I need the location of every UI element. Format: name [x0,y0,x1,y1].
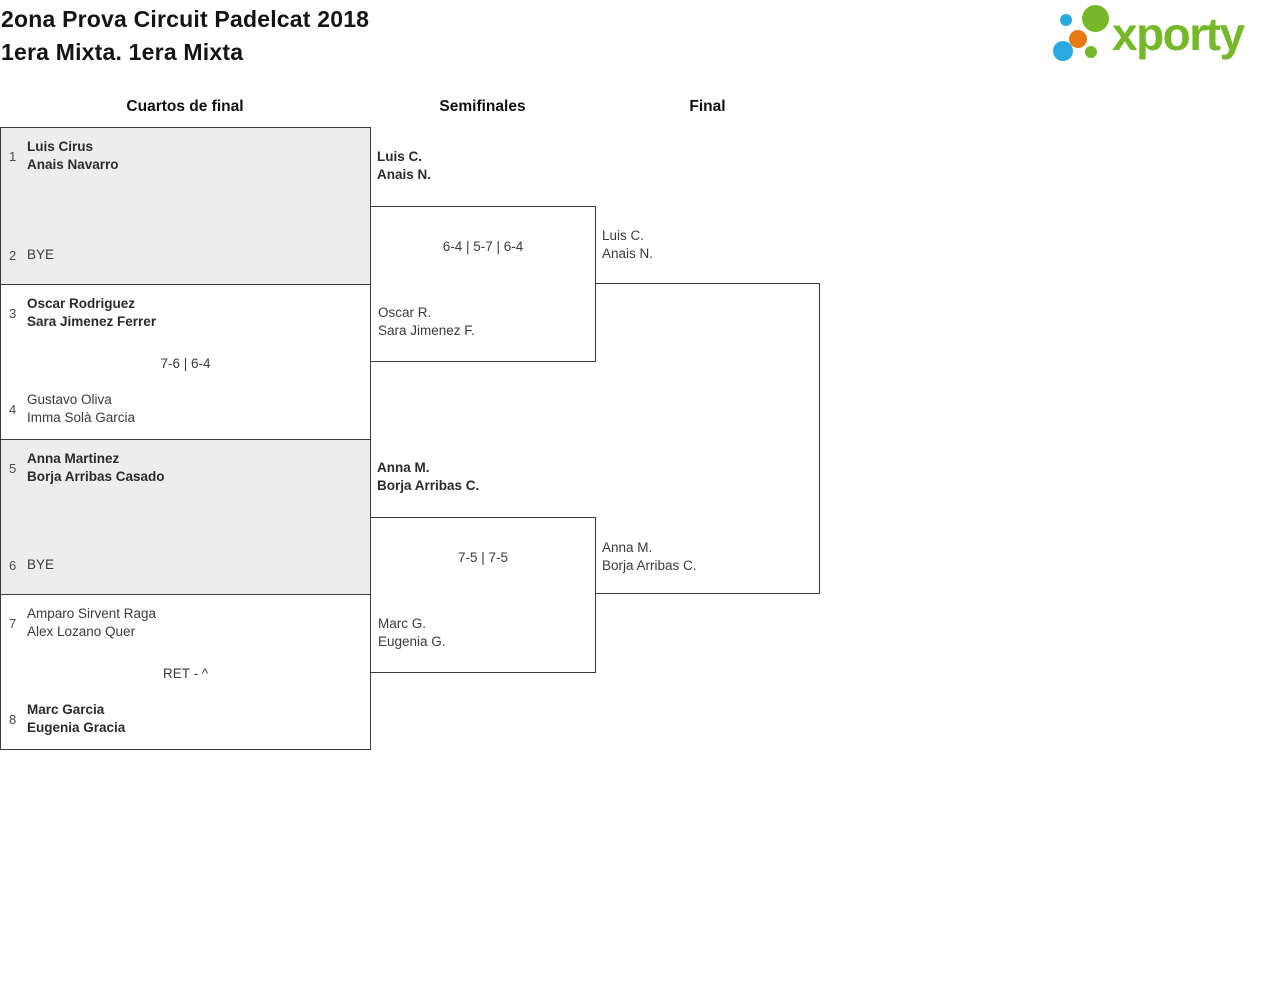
qf2-team-top: 3 Oscar Rodriguez Sara Jimenez Ferrer [9,295,156,331]
qf2-score: 7-6 | 6-4 [160,356,211,371]
player-name: Anna Martinez [27,451,120,466]
round-header-final: Final [689,98,726,115]
player-name: Anna M. [377,460,430,475]
qf4-score: RET - ^ [162,666,209,681]
player-name: Anais N. [602,246,654,261]
final-team-bottom: Anna M. Borja Arribas C. [602,539,697,575]
player-name: Luis C. [602,228,645,243]
logo-dot-blue-small-icon [1060,14,1072,26]
player-name: Eugenia Gracia [27,720,126,735]
sf2-team-bottom: Marc G. Eugenia G. [378,615,446,651]
qf1-team-bottom-names: BYE [27,246,54,264]
player-name: BYE [27,247,55,262]
sf1-team-top: Luis C. Anais N. [377,148,431,184]
qf2-team-bottom: 4 Gustavo Oliva Imma Solà Garcia [9,391,135,427]
round-header-semifinales: Semifinales [439,98,526,115]
player-name: Borja Arribas Casado [27,469,165,484]
player-name: Anna M. [602,540,653,555]
qf1-seed-top: 1 [9,148,17,164]
qf3-team-top: 5 Anna Martinez Borja Arribas Casado [9,450,165,486]
quarterfinal-match-1: 1 Luis Cirus Anais Navarro 2 BYE [0,127,371,285]
sf1-team-bottom: Oscar R. Sara Jimenez F. [378,304,475,340]
tournament-title: 2ona Prova Circuit Padelcat 2018 [1,6,370,32]
player-name: Eugenia G. [378,634,446,649]
qf2-seed-top: 3 [9,305,17,321]
qf4-seed-bottom: 8 [9,711,17,727]
semifinal-match-2: 7-5 | 7-5 Marc G. Eugenia G. [370,517,596,673]
player-name: Sara Jimenez F. [378,323,475,338]
player-name: Luis C. [377,149,423,164]
player-name: Marc Garcia [27,702,105,717]
player-name: BYE [27,557,55,572]
qf3-seed-top: 5 [9,460,17,476]
quarterfinal-match-3: 5 Anna Martinez Borja Arribas Casado 6 B… [0,439,371,595]
qf4-team-bottom-names: Marc Garcia Eugenia Gracia [27,701,125,737]
logo-dot-green-big-icon [1082,5,1109,32]
logo-dot-green-small-icon [1085,46,1097,58]
player-name: Borja Arribas C. [602,558,697,573]
semifinal-match-1: 6-4 | 5-7 | 6-4 Oscar R. Sara Jimenez F. [370,206,596,362]
round-header-cuartos: Cuartos de final [126,98,244,115]
final-match [595,283,820,594]
qf1-seed-bottom: 2 [9,247,17,263]
player-name: Luis Cirus [27,139,94,154]
quarterfinal-match-4: 7 Amparo Sirvent Raga Alex Lozano Quer R… [0,594,371,750]
sf1-score: 6-4 | 5-7 | 6-4 [442,239,524,254]
qf3-team-top-names: Anna Martinez Borja Arribas Casado [27,450,165,486]
player-name: Sara Jimenez Ferrer [27,314,157,329]
player-name: Anais Navarro [27,157,119,172]
qf4-team-bottom: 8 Marc Garcia Eugenia Gracia [9,701,125,737]
qf2-team-bottom-names: Gustavo Oliva Imma Solà Garcia [27,391,135,427]
player-name: Alex Lozano Quer [27,624,136,639]
page-title: 2ona Prova Circuit Padelcat 2018 1era Mi… [1,3,369,69]
player-name: Oscar R. [378,305,432,320]
logo-dot-orange-icon [1069,30,1087,48]
sf2-team-top: Anna M. Borja Arribas C. [377,459,479,495]
qf1-team-top-names: Luis Cirus Anais Navarro [27,138,119,174]
qf3-seed-bottom: 6 [9,557,17,573]
qf4-team-top: 7 Amparo Sirvent Raga Alex Lozano Quer [9,605,156,641]
player-name: Imma Solà Garcia [27,410,136,425]
qf4-seed-top: 7 [9,615,17,631]
logo-dot-blue-big-icon [1053,41,1073,61]
sf2-score: 7-5 | 7-5 [457,550,509,565]
qf2-team-top-names: Oscar Rodriguez Sara Jimenez Ferrer [27,295,156,331]
qf4-team-top-names: Amparo Sirvent Raga Alex Lozano Quer [27,605,156,641]
xporty-logo[interactable]: xporty [1050,0,1275,72]
category-subtitle: 1era Mixta. 1era Mixta [1,39,244,65]
player-name: Borja Arribas C. [377,478,480,493]
player-name: Anais N. [377,167,432,182]
player-name: Amparo Sirvent Raga [27,606,157,621]
player-name: Oscar Rodriguez [27,296,136,311]
logo-wordmark: xporty [1112,8,1245,60]
qf3-team-bottom-names: BYE [27,556,54,574]
player-name: Gustavo Oliva [27,392,112,407]
quarterfinal-match-2: 3 Oscar Rodriguez Sara Jimenez Ferrer 7-… [0,284,371,440]
player-name: Marc G. [378,616,427,631]
qf1-team-bottom: 2 BYE [9,246,54,264]
qf2-seed-bottom: 4 [9,401,17,417]
qf1-team-top: 1 Luis Cirus Anais Navarro [9,138,119,174]
final-team-top: Luis C. Anais N. [602,227,653,263]
qf3-team-bottom: 6 BYE [9,556,54,574]
